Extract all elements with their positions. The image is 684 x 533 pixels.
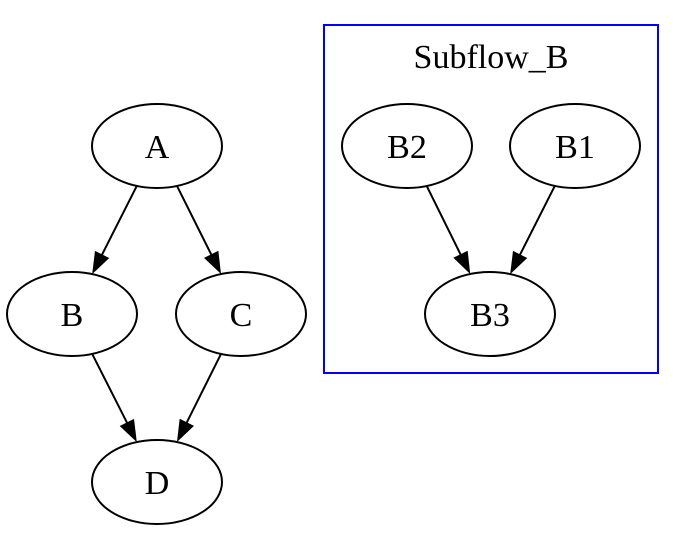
node-B3-label: B3 xyxy=(470,297,510,334)
node-B2-ellipse xyxy=(341,103,473,189)
edge-B2-to-B3 xyxy=(425,185,471,274)
arrowhead-icon xyxy=(119,418,137,443)
edge-A-to-C xyxy=(176,185,222,275)
node-B: B xyxy=(6,271,138,357)
arrowhead-icon xyxy=(453,250,471,274)
edge-C-to-D xyxy=(176,353,222,443)
node-B1-ellipse xyxy=(509,103,641,189)
edge-line xyxy=(518,185,556,257)
node-B-label: B xyxy=(61,297,84,334)
cluster-subflow-b-border xyxy=(323,24,659,374)
node-A-ellipse xyxy=(91,103,223,189)
edge-line xyxy=(91,353,129,425)
edge-line xyxy=(176,185,213,257)
node-D: D xyxy=(91,439,223,525)
edge-line xyxy=(100,185,138,257)
edge-B1-to-B3 xyxy=(510,185,556,275)
node-C-label: C xyxy=(230,297,253,334)
edge-B-to-D xyxy=(91,353,137,443)
cluster-subflow-b-title: Subflow_B xyxy=(414,39,569,76)
edge-line xyxy=(425,185,463,257)
node-B1: B1 xyxy=(509,103,641,189)
node-A: A xyxy=(91,103,223,189)
node-C-ellipse xyxy=(175,271,307,357)
edge-line xyxy=(185,353,222,425)
arrowhead-icon xyxy=(204,250,222,275)
edge-A-to-B xyxy=(92,185,138,275)
node-D-label: D xyxy=(145,465,170,502)
node-B1-label: B1 xyxy=(555,129,595,166)
node-B3: B3 xyxy=(424,271,556,357)
node-C: C xyxy=(175,271,307,357)
node-B3-ellipse xyxy=(424,271,556,357)
node-A-label: A xyxy=(145,129,170,166)
arrowhead-icon xyxy=(510,250,528,275)
node-D-ellipse xyxy=(91,439,223,525)
node-B2: B2 xyxy=(341,103,473,189)
node-B2-label: B2 xyxy=(387,129,427,166)
arrowhead-icon xyxy=(92,250,110,275)
node-B-ellipse xyxy=(6,271,138,357)
arrowhead-icon xyxy=(176,418,194,443)
